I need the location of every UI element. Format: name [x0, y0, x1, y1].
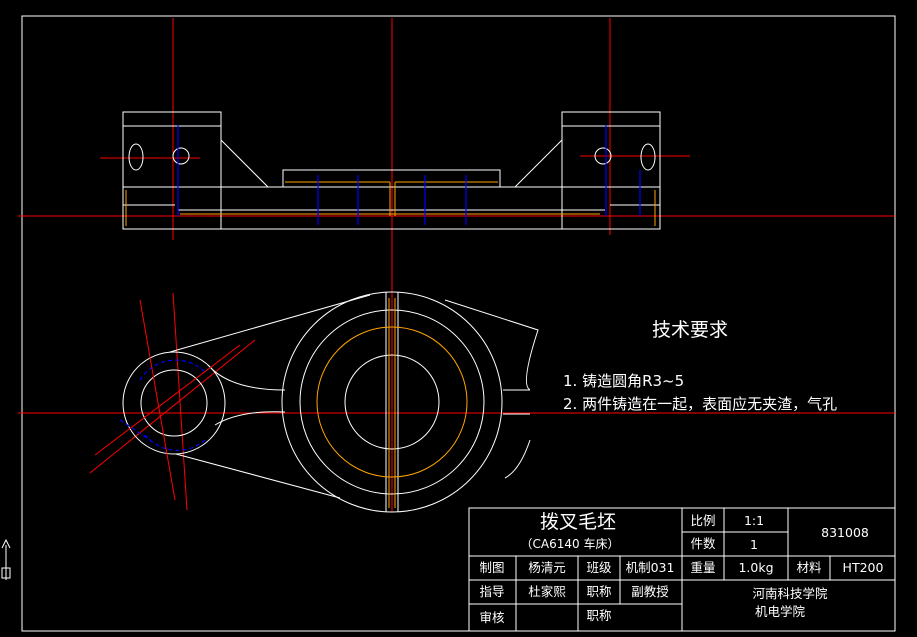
large-boss-middle	[299, 309, 485, 495]
lower-arm-edge	[175, 453, 341, 499]
large-boss-fillet-circle	[316, 326, 468, 478]
left-hole	[172, 147, 190, 165]
machine-name: （CA6140 车床）	[521, 536, 620, 551]
plan-view-angle-lines	[94, 299, 241, 501]
small-boss-centerline-b	[89, 339, 256, 474]
arm-fillet-lower	[214, 411, 286, 426]
front-view	[122, 111, 661, 230]
small-boss-hidden-line	[119, 419, 151, 441]
title-block-grid	[468, 507, 896, 632]
school-name: 河南科技学院	[752, 586, 828, 601]
material-value: HT200	[843, 560, 884, 575]
tech-requirements-title: 技术要求	[652, 319, 728, 341]
drawn-label: 制图	[479, 560, 504, 575]
left-hole-side	[128, 143, 144, 171]
right-lug-upper	[444, 299, 539, 391]
drawing-border	[21, 15, 896, 632]
tech-requirement-item-1: 1. 铸造圆角R3~5	[563, 372, 684, 390]
center-lines	[18, 18, 895, 512]
guide-label: 指导	[479, 584, 504, 599]
title1-value: 副教授	[631, 584, 669, 599]
guide-name: 杜家熙	[528, 584, 566, 599]
right-lug-lower	[504, 439, 531, 479]
quantity-value: 1	[750, 537, 758, 552]
right-rib	[514, 139, 563, 188]
hub-outline	[282, 169, 501, 188]
part-name: 拨叉毛坯	[540, 511, 616, 533]
front-view-fillets	[125, 181, 656, 226]
scale-value: 1:1	[744, 513, 764, 528]
class-value: 机制031	[626, 560, 675, 575]
ucs-box	[1, 567, 11, 579]
weight-value: 1.0kg	[738, 560, 773, 575]
right-hole	[594, 147, 612, 165]
ucs-icon	[1, 538, 11, 580]
scale-label: 比例	[690, 513, 715, 528]
title2-label: 职称	[586, 608, 611, 623]
class-label: 班级	[586, 560, 612, 575]
review-label: 审核	[479, 610, 505, 625]
plan-view-fillets	[316, 298, 468, 508]
weight-label: 重量	[690, 560, 715, 575]
title1-label: 职称	[586, 584, 611, 599]
upper-arm-edge	[169, 294, 371, 353]
angle-line-1	[139, 299, 176, 501]
arm-fillet-upper	[207, 364, 286, 391]
college-name: 机电学院	[755, 604, 806, 619]
plan-view	[122, 291, 539, 513]
tech-requirement-item-2: 2. 两件铸造在一起，表面应无夹渣，气孔	[563, 395, 837, 413]
right-hole-side	[640, 143, 656, 171]
right-boss-outline	[561, 111, 661, 230]
small-boss-outer	[122, 351, 226, 455]
quantity-label: 件数	[690, 536, 716, 551]
left-rib	[220, 139, 269, 188]
left-boss-outline	[122, 111, 222, 230]
small-boss-hidden-arc-2	[139, 359, 206, 381]
large-boss-bore	[344, 354, 440, 450]
ucs-y-arrow	[1, 538, 11, 549]
small-boss-inner	[140, 369, 208, 437]
small-boss-centerline-a	[172, 292, 188, 511]
plan-view-hidden-lines	[119, 359, 206, 451]
front-view-hidden-lines	[177, 125, 641, 225]
small-boss-hidden-arc-1	[144, 434, 206, 451]
drawing-number: 831008	[821, 525, 869, 540]
material-label: 材料	[796, 560, 822, 575]
angle-line-2	[94, 344, 241, 456]
large-boss-outer	[281, 291, 503, 513]
drawn-by: 杨清元	[528, 560, 566, 575]
